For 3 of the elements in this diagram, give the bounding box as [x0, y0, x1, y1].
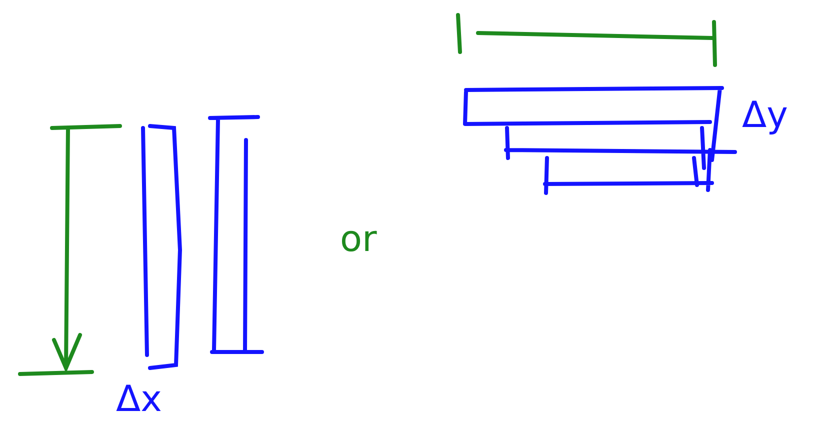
hand-written-label: or — [340, 222, 377, 258]
hand-written-label: Δx — [116, 382, 162, 418]
hand-written-label: Δy — [742, 98, 788, 134]
